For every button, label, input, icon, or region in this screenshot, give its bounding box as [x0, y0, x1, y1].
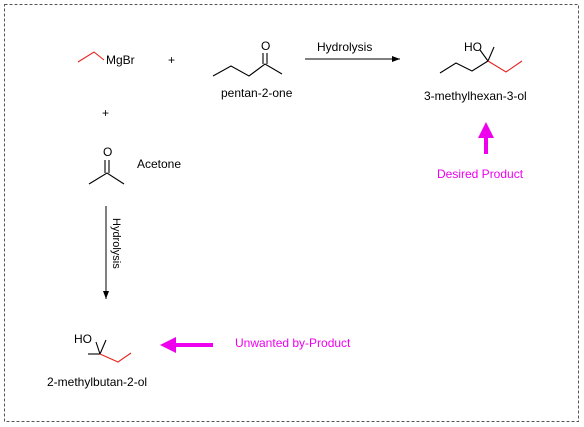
hexanol-methyl-bond: [487, 46, 495, 62]
desired-product-label: Desired Product: [437, 167, 524, 181]
pentanone-name: pentan-2-one: [221, 86, 293, 100]
unwanted-arrow-head: [160, 337, 176, 353]
butanol-hydroxyl-label: HO: [74, 332, 92, 346]
pentan-2-one-structure: O pentan-2-one: [212, 39, 293, 100]
desired-arrow-head: [478, 122, 494, 138]
hexanol-ethyl-bond: [487, 60, 523, 73]
unwanted-product-label: Unwanted by-Product: [235, 336, 351, 350]
3-methylhexan-3-ol-structure: HO 3-methylhexan-3-ol: [424, 40, 527, 103]
pentanone-oxygen-label: O: [261, 39, 270, 53]
grignard-formula: MgBr: [106, 53, 135, 67]
acetone-oxygen-label: O: [103, 145, 112, 159]
hydrolysis-label-1: Hydrolysis: [317, 40, 372, 54]
butanol-name: 2-methylbutan-2-ol: [47, 375, 147, 389]
plus-sign-2: +: [102, 106, 109, 120]
pentanone-chain: [212, 63, 283, 77]
desired-arrow-shaft: [484, 137, 488, 154]
butanol-methyl-bond: [99, 339, 107, 355]
butanol-ethyl-bond: [99, 352, 132, 363]
acetone-name: Acetone: [137, 157, 181, 171]
grignard-ethyl-bond: [77, 51, 105, 63]
grignard-reagent: MgBr: [77, 51, 135, 67]
butanol-ho-bond: [95, 341, 101, 355]
unwanted-arrow-shaft: [175, 343, 213, 347]
plus-sign-1: +: [168, 53, 175, 67]
hexanol-ho-bond: [479, 49, 489, 62]
hexanol-name: 3-methylhexan-3-ol: [424, 89, 527, 103]
acetone-chain: [88, 172, 125, 185]
acetone-structure: O Acetone: [88, 145, 181, 185]
hexanol-chain: [439, 60, 489, 74]
2-methylbutan-2-ol-structure: HO 2-methylbutan-2-ol: [47, 332, 147, 389]
hexanol-hydroxyl-label: HO: [464, 40, 482, 54]
hydrolysis-label-2: Hydrolysis: [110, 218, 122, 269]
diagram-frame: [4, 4, 579, 422]
